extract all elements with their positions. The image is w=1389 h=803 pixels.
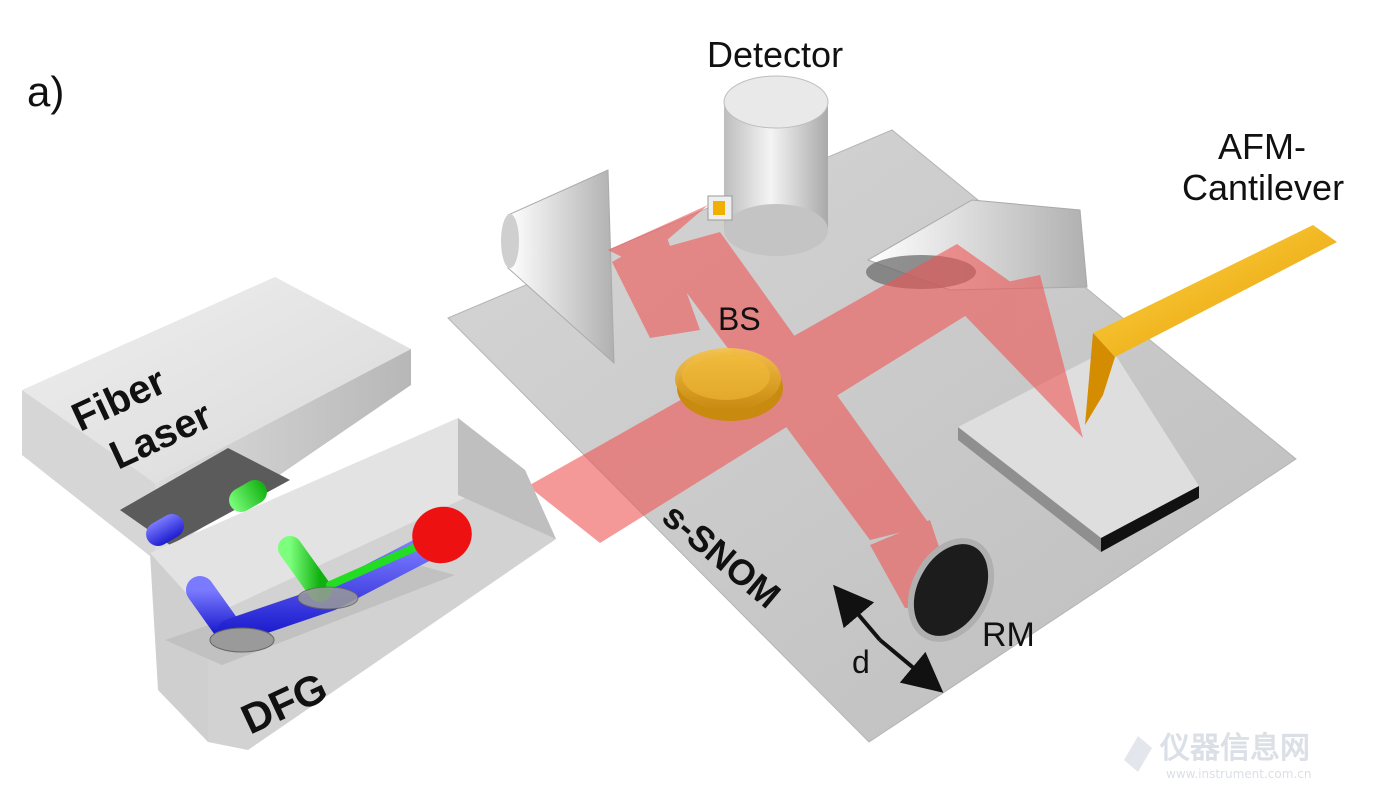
watermark: 仪器信息网 www.instrument.com.cn: [1124, 731, 1311, 781]
sample-stage: [958, 348, 1199, 552]
reference-beam-path: [655, 232, 930, 540]
fiber-laser-beams: [146, 480, 267, 546]
fiber-laser-box: [22, 277, 411, 560]
parabolic-mirror-left: [501, 169, 615, 365]
afm-label-line1: AFM-: [1218, 126, 1306, 167]
detector-label: Detector: [707, 34, 843, 75]
d-label: d: [852, 644, 870, 680]
displacement-arrow: [833, 584, 944, 693]
rm-label: RM: [982, 616, 1035, 654]
watermark-logo-icon: [1124, 736, 1152, 772]
reference-mirror: [907, 538, 995, 642]
beam-splitter: [675, 348, 783, 421]
bs-label: BS: [718, 301, 761, 337]
watermark-url: www.instrument.com.cn: [1166, 767, 1311, 781]
panel-label: a): [27, 68, 64, 115]
afm-label-line2: Cantilever: [1182, 167, 1344, 208]
afm-cantilever: [1085, 225, 1337, 425]
detector-beam: [612, 232, 700, 338]
detector-cylinder: [707, 75, 829, 256]
detector-focus-cone: [608, 205, 708, 265]
tip-focus-cone: [945, 275, 1083, 438]
watermark-text: 仪器信息网: [1159, 731, 1310, 766]
dfg-internal-beams: [186, 506, 472, 653]
